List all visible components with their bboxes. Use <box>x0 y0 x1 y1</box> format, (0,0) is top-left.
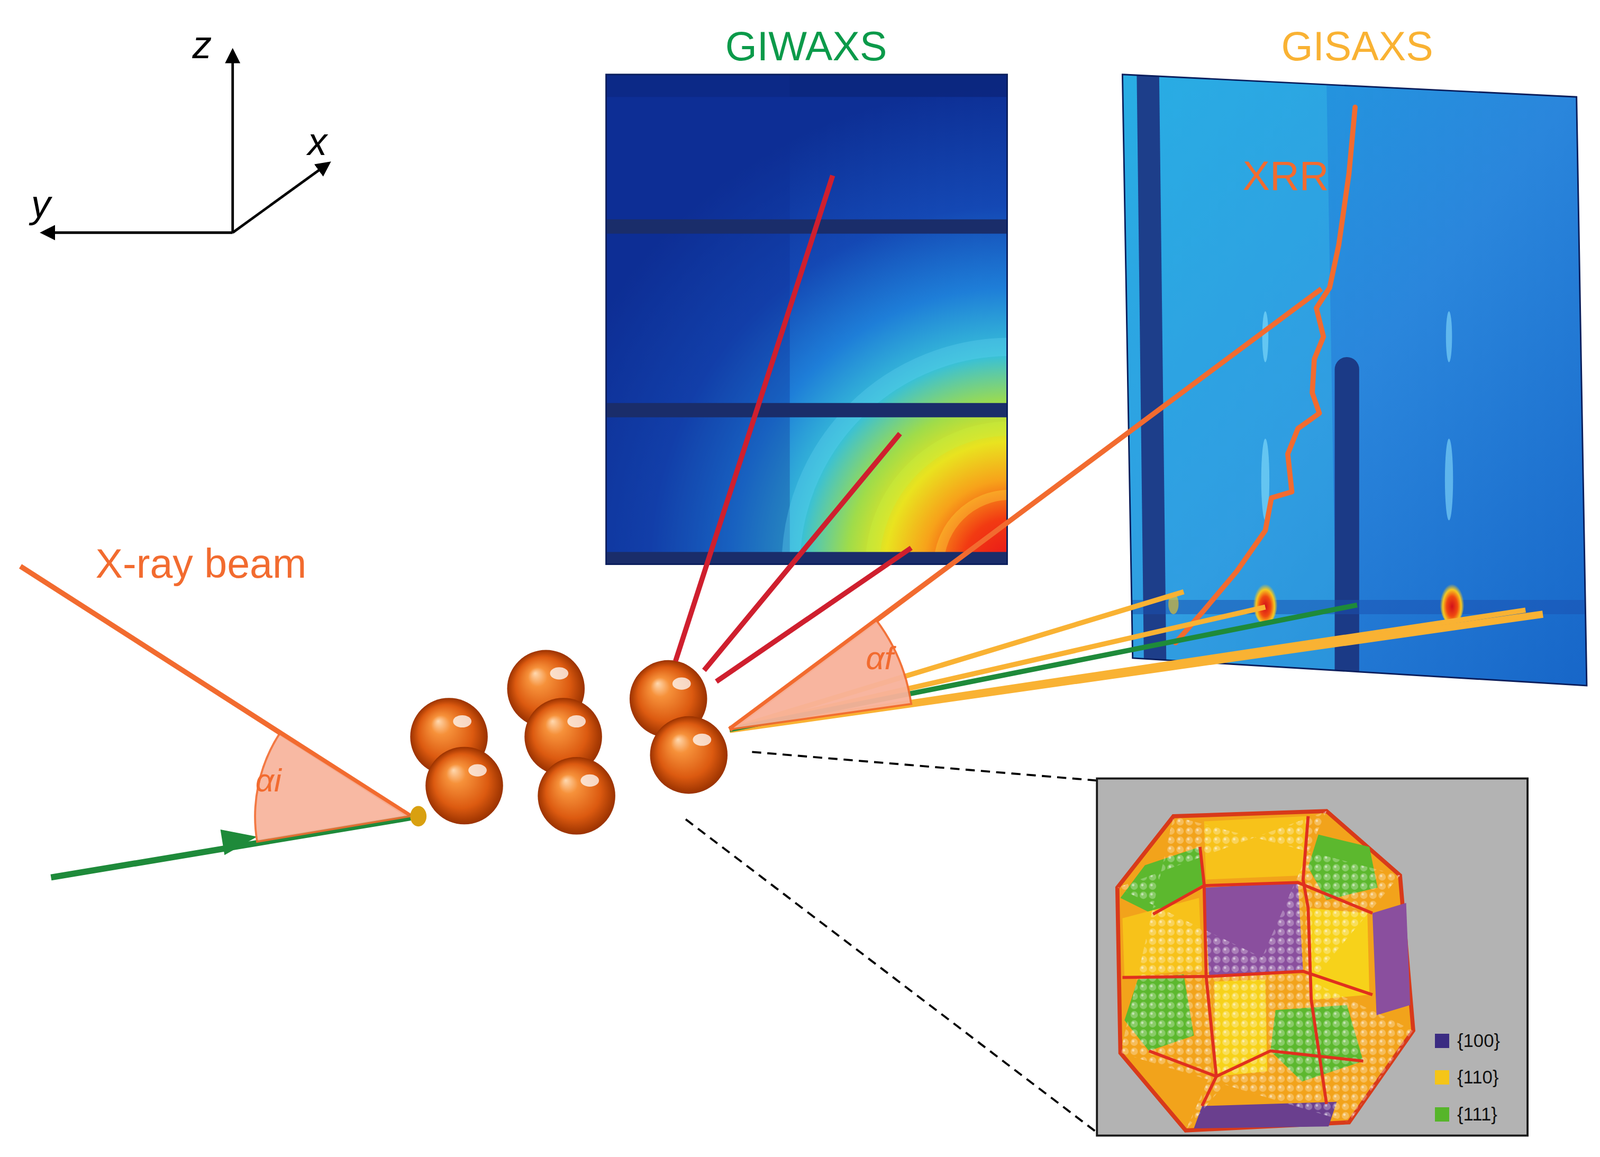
giwaxs-detector-image-g <box>791 347 1008 565</box>
curve-label: XRR <box>1242 152 1330 198</box>
green-beam-arrowhead <box>220 829 258 856</box>
inset-panel <box>1096 778 1528 1136</box>
nanoparticle-polyhedron-g-polyline <box>1149 1050 1364 1077</box>
giwaxs-detector-image <box>606 74 1008 565</box>
nanoparticle-polyhedron-g-polyline <box>1303 816 1327 1105</box>
legend-swatch <box>1434 1070 1450 1085</box>
nanoparticle-polyhedron-polygon <box>1372 903 1411 1016</box>
giwaxs-rays-line <box>675 175 833 662</box>
gisaxs-detector: GISAXS XRR <box>1122 10 1587 689</box>
legend-text: {111} <box>1457 1104 1498 1125</box>
axis-arrows-line <box>231 50 234 233</box>
gisaxs-detector-image <box>1122 74 1592 686</box>
legend-text: {110} <box>1457 1067 1499 1088</box>
exit-angle-wedge <box>729 620 912 730</box>
detector-title: GIWAXS <box>725 23 888 69</box>
giwaxs-rays <box>675 175 912 683</box>
nanoparticle-spheres-g-ellipse <box>672 677 692 690</box>
nanoparticle-spheres-g-ellipse <box>550 667 569 680</box>
nanoparticle-polyhedron-g <box>1122 816 1373 1107</box>
nanoparticle-spheres-g <box>452 667 712 787</box>
nanoparticle-spheres-circle <box>537 757 616 835</box>
nanoparticle-polyhedron-polygon <box>1117 811 1414 1131</box>
incidence-angle-wedge <box>255 733 411 842</box>
axis-label: z <box>192 23 213 67</box>
giwaxs-detector-image-rect <box>606 551 1008 565</box>
nanoparticle-spheres-circle <box>650 716 729 795</box>
nanoparticle-spheres <box>410 650 728 835</box>
gisaxs-detector-image-g-ellipse <box>1446 311 1453 362</box>
gisaxs-detector-image-g-ellipse <box>1444 438 1453 521</box>
axis-label: y <box>31 182 51 226</box>
gisaxs-rays-line <box>729 614 1543 730</box>
gisaxs-rays <box>729 592 1543 730</box>
giwaxs-detector-image-g-circle <box>872 428 1008 565</box>
zoom-dashed-lines-line <box>685 819 1097 1133</box>
giwaxs-detector: GIWAXS <box>606 10 1008 565</box>
zoom-dashed-lines-line <box>751 751 1097 781</box>
nanoparticle-polyhedron <box>1117 811 1414 1131</box>
gisaxs-rays-line <box>729 592 1184 730</box>
axis-label: x <box>307 120 327 164</box>
giwaxs-detector-image-rect <box>606 74 790 565</box>
legend-swatch <box>1434 1033 1450 1049</box>
gisaxs-detector-image-ellipse <box>1252 579 1278 625</box>
beam-footprint <box>410 806 427 827</box>
gisaxs-detector-frame <box>1122 74 1587 686</box>
axis-arrows <box>42 50 329 233</box>
legend-row: {100} <box>1434 1030 1501 1052</box>
nanoparticle-polyhedron-g-polyline <box>1152 882 1373 915</box>
xrr-ray <box>729 288 1322 730</box>
gisaxs-detector-image-g-ellipse <box>1262 311 1269 362</box>
specular-ray <box>729 605 1358 730</box>
detector-title: GISAXS <box>1280 23 1433 69</box>
legend-row: {110} <box>1434 1067 1499 1088</box>
nanoparticle-spheres-g-ellipse <box>580 774 599 787</box>
nanoparticle-spheres-g-ellipse <box>452 715 472 728</box>
nanoparticle-spheres-circle <box>425 747 504 825</box>
legend-text: {100} <box>1457 1030 1500 1052</box>
axis-arrows-line <box>42 231 233 234</box>
nanoparticle-spheres-g-ellipse <box>567 715 586 728</box>
angle-label: αi <box>255 762 282 799</box>
giwaxs-detector-image-rect <box>606 403 1008 418</box>
gisaxs-detector-image-polygon <box>1136 74 1167 664</box>
zoom-dashed-lines <box>685 751 1097 1133</box>
giwaxs-detector-frame <box>606 74 1008 565</box>
nanoparticle-polyhedron-g-polyline <box>1122 971 1373 995</box>
giwaxs-detector-image-rect <box>606 219 1008 234</box>
angle-label: αf <box>865 640 894 677</box>
gisaxs-detector-image-polygon <box>1122 74 1587 686</box>
nanoparticle-spheres-g-ellipse <box>693 733 712 747</box>
green-beam-line <box>50 816 418 878</box>
nanoparticle-spheres-g-ellipse <box>468 764 487 777</box>
legend-row: {111} <box>1434 1104 1498 1125</box>
axis-arrows-line <box>232 163 329 233</box>
giwaxs-detector-image-g-circle <box>791 347 1008 565</box>
beam-label: X-ray beam <box>95 540 307 586</box>
nanoparticle-polyhedron-polygon <box>1117 811 1414 1131</box>
legend-swatch <box>1434 1107 1450 1122</box>
